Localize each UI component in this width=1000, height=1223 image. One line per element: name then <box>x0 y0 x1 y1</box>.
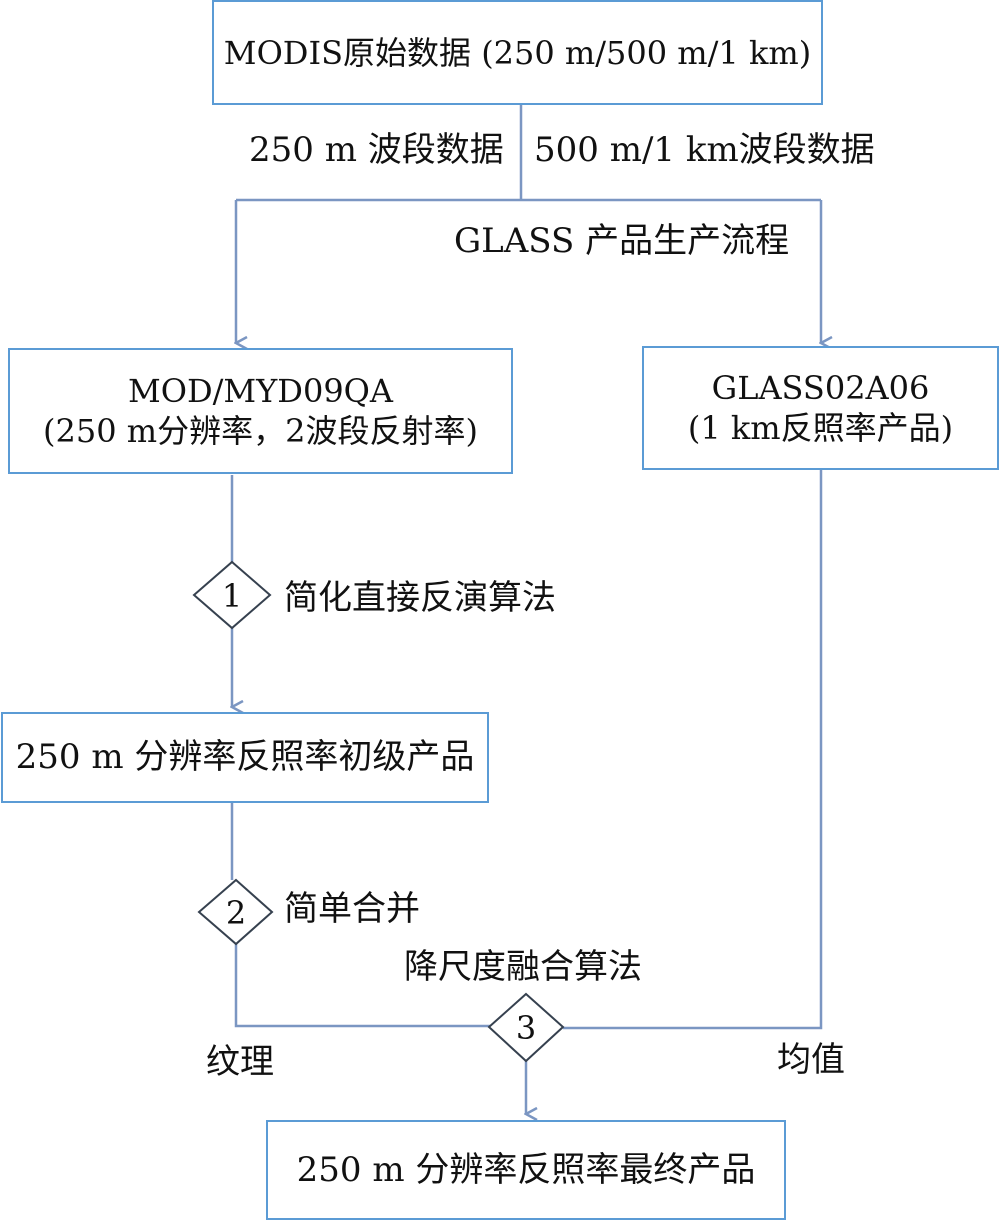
mod09qa-subtitle: (250 m分辨率，2波段反射率) <box>43 412 478 450</box>
step-2-diamond: 2 <box>197 878 274 946</box>
modis-source-title: MODIS原始数据 (250 m/500 m/1 km) <box>223 33 812 72</box>
glass-product-box: GLASS02A06 (1 km反照率产品) <box>642 346 999 470</box>
glass-product-subtitle: (1 km反照率产品) <box>687 409 954 447</box>
final-product-title: 250 m 分辨率反照率最终产品 <box>296 1149 756 1190</box>
connector-step2-step3 <box>234 944 490 1028</box>
label-glass-flow: GLASS 产品生产流程 <box>454 221 790 261</box>
step-1-diamond: 1 <box>192 560 272 630</box>
connector-glass-step3 <box>563 470 823 1030</box>
modis-source-box: MODIS原始数据 (250 m/500 m/1 km) <box>212 0 823 105</box>
primary-product-box: 250 m 分辨率反照率初级产品 <box>1 712 489 803</box>
label-mean: 均值 <box>777 1040 845 1080</box>
label-500m-1km-band: 500 m/1 km波段数据 <box>534 130 875 170</box>
step-3-diamond: 3 <box>487 992 565 1063</box>
mod09qa-box: MOD/MYD09QA (250 m分辨率，2波段反射率) <box>8 348 513 474</box>
step-2-number: 2 <box>226 894 246 932</box>
step-3-number: 3 <box>516 1009 536 1047</box>
primary-product-title: 250 m 分辨率反照率初级产品 <box>15 737 475 778</box>
final-product-box: 250 m 分辨率反照率最终产品 <box>266 1120 786 1220</box>
glass-product-title: GLASS02A06 <box>711 369 930 407</box>
label-algorithm-2: 简单合并 <box>284 889 420 929</box>
mod09qa-title: MOD/MYD09QA <box>127 372 394 410</box>
label-250m-band: 250 m 波段数据 <box>249 130 504 170</box>
label-texture: 纹理 <box>206 1042 274 1082</box>
label-algorithm-1: 简化直接反演算法 <box>284 578 556 618</box>
label-algorithm-3: 降尺度融合算法 <box>404 947 642 987</box>
step-1-number: 1 <box>222 577 242 615</box>
